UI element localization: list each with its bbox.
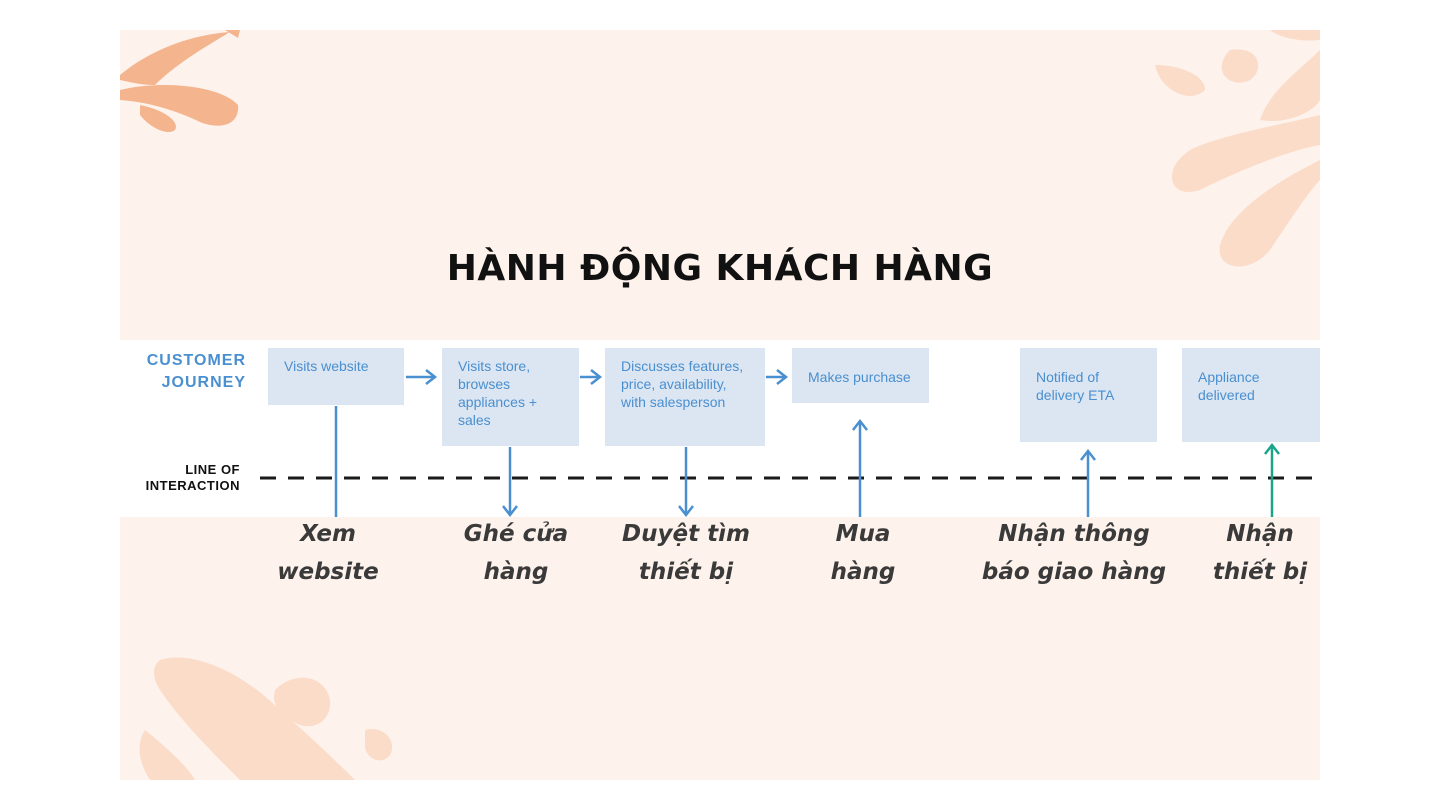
step-caption-6: Nhận thiết bị — [1200, 515, 1320, 591]
journey-step-box-6: Appliance delivered — [1182, 348, 1320, 442]
step-caption-1-line-1: Xem — [300, 521, 356, 547]
down-arrow-3 — [678, 447, 694, 518]
line-of-interaction-label-line-1: LINE OF — [185, 462, 240, 477]
flow-arrow-2 — [580, 369, 603, 385]
step-caption-3-line-1: Duyệt tìm — [622, 521, 750, 547]
journey-step-box-5: Notified of delivery ETA — [1020, 348, 1157, 442]
bottom-left-splash — [139, 657, 393, 780]
step-caption-2-line-2: hàng — [483, 559, 549, 585]
step-caption-6-line-2: thiết bị — [1212, 559, 1308, 585]
step-caption-4: Mua hàng — [798, 515, 928, 591]
journey-step-box-3: Discusses features, price, availability,… — [605, 348, 765, 446]
slide: HÀNH ĐỘNG KHÁCH HÀNG CUSTOMER JOURNEY LI… — [120, 30, 1320, 780]
page-title: HÀNH ĐỘNG KHÁCH HÀNG — [446, 248, 994, 289]
line-of-interaction-label-line-2: INTERACTION — [145, 478, 240, 493]
step-caption-4-line-2: hàng — [830, 559, 896, 585]
flow-arrow-1 — [406, 369, 438, 385]
customer-journey-label-line-1: CUSTOMER — [146, 352, 246, 369]
up-arrow-5 — [1080, 448, 1096, 517]
up-arrow-4 — [852, 418, 868, 517]
customer-journey-label-line-2: JOURNEY — [161, 374, 246, 391]
step-caption-1: Xem website — [258, 515, 398, 591]
journey-step-box-1: Visits website — [268, 348, 404, 405]
step-caption-5-line-2: báo giao hàng — [981, 559, 1167, 585]
line-of-interaction-label: LINE OF INTERACTION — [126, 462, 240, 494]
customer-journey-label: CUSTOMER JOURNEY — [126, 350, 246, 394]
decorative-splash-shapes — [120, 30, 1320, 780]
top-left-splash — [120, 30, 240, 133]
top-right-splash — [1155, 30, 1320, 267]
step-caption-3-line-2: thiết bị — [638, 559, 734, 585]
journey-step-box-2: Visits store, browses appliances + sales — [442, 348, 579, 446]
down-arrow-2 — [502, 447, 518, 518]
step-caption-2-line-1: Ghé cửa — [463, 521, 569, 547]
step-caption-5: Nhận thông báo giao hàng — [976, 515, 1172, 591]
flow-arrow-3 — [766, 369, 789, 385]
vertical-connectors — [334, 406, 1096, 518]
up-arrow-6 — [1264, 442, 1280, 517]
journey-connectors — [260, 369, 1320, 518]
flow-arrows — [406, 369, 789, 385]
step-caption-2: Ghé cửa hàng — [446, 515, 586, 591]
step-caption-5-line-1: Nhận thông — [998, 521, 1150, 547]
step-caption-4-line-1: Mua — [835, 521, 891, 547]
step-caption-6-line-1: Nhận — [1226, 521, 1294, 547]
step-caption-1-line-2: website — [277, 559, 379, 585]
journey-step-box-4: Makes purchase — [792, 348, 929, 403]
step-caption-3: Duyệt tìm thiết bị — [604, 515, 768, 591]
